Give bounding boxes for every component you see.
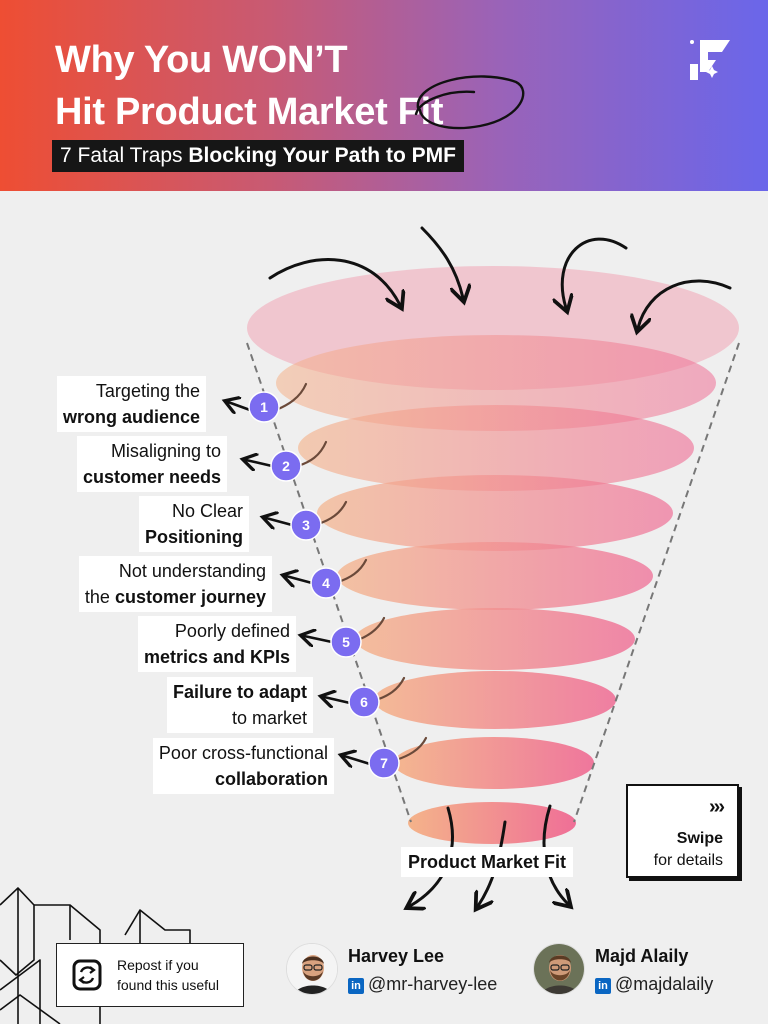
author-majd: Majd Alaily in@majdalaily xyxy=(533,943,753,999)
trap-label-1-line1: Targeting the xyxy=(95,381,200,401)
author-handle-link[interactable]: in@mr-harvey-lee xyxy=(348,971,497,997)
funnel-layer-5 xyxy=(337,542,653,610)
funnel-wall-right xyxy=(573,342,740,823)
trap-badge-1: 1 xyxy=(248,391,280,423)
funnel-layer-3 xyxy=(298,405,694,491)
trap-label-2: Misaligning to customer needs xyxy=(76,436,227,492)
repost-icon xyxy=(72,959,102,991)
trap-badge-7: 7 xyxy=(368,747,400,779)
trap-badge-4: 4 xyxy=(310,567,342,599)
trap-badge-3: 3 xyxy=(290,509,322,541)
funnel-layer-6 xyxy=(355,608,635,670)
trap-label-7-line1: Poor cross-functional xyxy=(158,743,328,763)
funnel-layer-7 xyxy=(374,671,616,729)
chevrons-right-icon: ››› xyxy=(709,796,725,818)
trap-label-4-line1: Not understanding xyxy=(118,561,266,581)
brand-logo-icon xyxy=(690,40,730,80)
funnel-diagram: 1 2 3 4 5 6 7 xyxy=(0,226,740,1024)
trap-label-6-line2: to market xyxy=(231,708,307,728)
avatar xyxy=(286,943,338,995)
incoming-arrow-3 xyxy=(562,237,628,308)
avatar xyxy=(533,943,585,995)
svg-text:4: 4 xyxy=(322,575,330,591)
trap-badge-5: 5 xyxy=(330,626,362,658)
author-harvey: Harvey Lee in@mr-harvey-lee xyxy=(286,943,516,999)
trap-badge-2: 2 xyxy=(270,450,302,482)
incoming-arrow-2 xyxy=(420,226,463,298)
author-handle: @mr-harvey-lee xyxy=(368,974,498,994)
author-handle: @majdalaily xyxy=(615,974,714,994)
trap-label-3-line2: Positioning xyxy=(145,527,243,547)
swipe-label: Swipe xyxy=(676,830,723,847)
trap-label-4-prefix: the xyxy=(84,587,115,607)
subtitle-plain: 7 Fatal Traps xyxy=(60,144,189,167)
trap-label-4: Not understanding the customer journey xyxy=(78,556,272,612)
author-handle-link[interactable]: in@majdalaily xyxy=(595,971,713,997)
subtitle-bold: Blocking Your Path to PMF xyxy=(188,144,456,167)
trap-label-5-line2: metrics and KPIs xyxy=(143,647,290,667)
svg-text:5: 5 xyxy=(342,634,350,650)
trap-badge-6: 6 xyxy=(348,686,380,718)
trap-label-2-line1: Misaligning to xyxy=(110,441,221,461)
trap-label-1-line2: wrong audience xyxy=(62,407,200,427)
incoming-arrow-1 xyxy=(268,258,400,305)
avatar-majd-image xyxy=(534,944,584,994)
title-line-1: Why You WON’T xyxy=(55,39,348,81)
linkedin-icon: in xyxy=(348,978,364,994)
funnel-layer-8 xyxy=(394,737,594,789)
svg-text:6: 6 xyxy=(360,694,368,710)
swipe-sublabel: for details xyxy=(653,852,723,869)
swipe-card[interactable]: ››› Swipe for details xyxy=(626,784,739,878)
trap-label-2-line2: customer needs xyxy=(82,467,221,487)
funnel-layer-2 xyxy=(276,335,716,431)
trap-label-4-line2: customer journey xyxy=(114,587,266,607)
subtitle: 7 Fatal Traps Blocking Your Path to PMF xyxy=(52,140,464,172)
svg-text:2: 2 xyxy=(282,458,290,474)
trap-label-7-line2: collaboration xyxy=(214,769,328,789)
trap-label-6-line1: Failure to adapt xyxy=(172,682,307,702)
linkedin-icon: in xyxy=(595,978,611,994)
incoming-arrow-4 xyxy=(638,279,732,328)
author-name: Majd Alaily xyxy=(595,946,689,966)
avatar-harvey-image xyxy=(287,944,337,994)
page-title: Why You WON’T Hit Product Market Fit xyxy=(55,34,444,138)
repost-line-2: found this useful xyxy=(117,977,219,993)
repost-line-1: Repost if you xyxy=(117,957,199,973)
trap-label-5-line1: Poorly defined xyxy=(174,621,290,641)
trap-label-6: Failure to adapt to market xyxy=(166,677,313,733)
funnel-layer-4 xyxy=(317,475,673,551)
product-market-fit-label: Product Market Fit xyxy=(401,847,574,877)
trap-label-3: No Clear Positioning xyxy=(139,496,249,552)
svg-text:1: 1 xyxy=(260,399,268,415)
author-name: Harvey Lee xyxy=(348,946,445,966)
trap-label-3-line1: No Clear xyxy=(171,501,243,521)
title-circle-doodle xyxy=(414,75,525,130)
repost-card[interactable]: Repost if you found this useful xyxy=(56,943,244,1007)
trap-label-7: Poor cross-functional collaboration xyxy=(152,738,334,794)
trap-label-5: Poorly defined metrics and KPIs xyxy=(137,616,296,672)
trap-label-1: Targeting the wrong audience xyxy=(56,376,206,432)
header-banner: Why You WON’T Hit Product Market Fit 7 F… xyxy=(0,0,768,191)
title-line-2: Hit Product Market Fit xyxy=(55,91,444,133)
svg-text:3: 3 xyxy=(302,517,310,533)
svg-text:7: 7 xyxy=(380,755,388,771)
